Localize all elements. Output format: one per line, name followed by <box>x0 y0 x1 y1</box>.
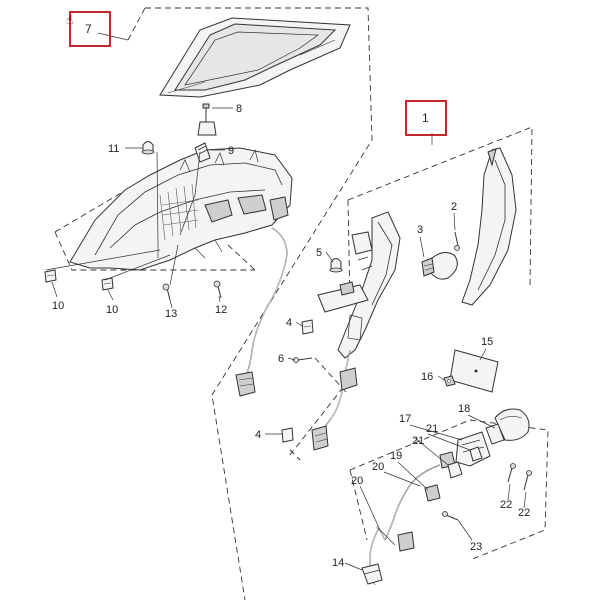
assembly-1-label: 1 <box>422 111 429 125</box>
clamp-14-part <box>361 563 383 585</box>
screw-8-part <box>197 103 217 136</box>
bracket-frame-part <box>317 211 401 359</box>
nut-16-part <box>443 375 456 387</box>
reflector-15-part <box>449 349 499 393</box>
callout-16: 16 <box>421 371 433 383</box>
callout-22a: 22 <box>500 499 512 511</box>
assembly-7-outline <box>145 7 373 600</box>
callout-20a: 20 <box>372 461 384 473</box>
clip-nut-10b-part <box>101 277 114 291</box>
callout-3: 3 <box>417 224 423 236</box>
lamp-lens-18-part <box>485 408 530 445</box>
callout-17: 17 <box>399 413 411 425</box>
clip-nut-10a-part <box>44 269 57 283</box>
leader-lines <box>45 32 527 571</box>
lamp-wire-19-part <box>384 464 441 541</box>
assembly-1-outline <box>347 126 533 289</box>
bulb-21a-part <box>447 461 463 479</box>
bulb-21b-part <box>469 446 483 462</box>
screw-2-part <box>454 231 460 251</box>
rear-housing-part <box>69 147 293 271</box>
callout-2: 2 <box>451 201 457 213</box>
callout-9: 9 <box>228 145 234 157</box>
assembly-1-highlight-box <box>405 100 447 136</box>
callout-14: 14 <box>332 557 344 569</box>
callout-4b: 4 <box>255 429 261 441</box>
callout-5: 5 <box>316 247 322 259</box>
callout-10a: 10 <box>52 300 64 312</box>
grommet-5-part <box>329 258 343 273</box>
screw-12-part <box>213 280 222 299</box>
callout-11: 11 <box>108 143 119 155</box>
grommet-11-part <box>141 141 155 155</box>
terminal-23-part <box>442 511 459 521</box>
screw-22b-part <box>523 470 532 491</box>
callout-10b: 10 <box>106 304 118 316</box>
callout-15: 15 <box>481 336 493 348</box>
assembly-7-highlight-box <box>69 11 111 47</box>
callout-20b: 20 <box>351 475 363 487</box>
screw-13-part <box>162 283 171 301</box>
bulb-3-part <box>421 252 458 280</box>
assembly-7-label: 7 <box>85 22 92 36</box>
callout-6: 6 <box>278 353 284 365</box>
lens-cover-part <box>159 17 351 98</box>
side-lens-part <box>461 147 517 306</box>
lamp-housing-17-part <box>439 431 491 469</box>
callout-19: 19 <box>390 450 402 462</box>
callout-21a: 21 <box>426 423 438 435</box>
callout-22b: 22 <box>518 507 530 519</box>
callout-18: 18 <box>458 403 470 415</box>
callout-23: 23 <box>470 541 482 553</box>
housing-wire-harness <box>235 227 288 397</box>
screw-6-part <box>293 357 313 363</box>
socket-9-part <box>194 142 211 163</box>
screw-22a-part <box>507 463 516 483</box>
hand-cursor-icon: ☝ <box>66 13 73 27</box>
callout-12: 12 <box>215 304 227 316</box>
callout-4a: 4 <box>286 317 292 329</box>
callout-8: 8 <box>236 103 242 115</box>
callout-21b: 21 <box>412 435 424 447</box>
assembly-lamp-outline <box>349 419 549 561</box>
callout-13: 13 <box>165 308 177 320</box>
clip-4a-part <box>301 319 314 335</box>
clip-4b-part <box>281 427 294 443</box>
bracket-wire-harness <box>311 349 358 451</box>
